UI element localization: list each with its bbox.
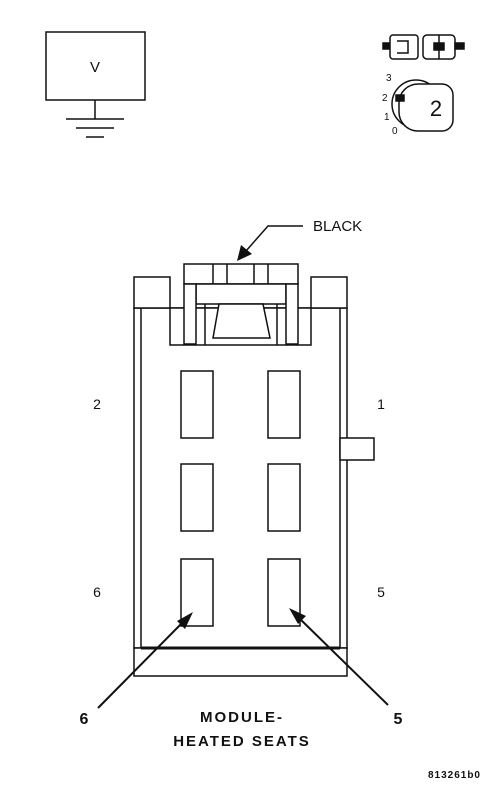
locking-tab — [183, 263, 299, 345]
key-icon — [382, 34, 465, 60]
connector-housing — [133, 307, 348, 649]
cavity-5 — [267, 558, 301, 627]
cavity-1 — [267, 370, 301, 439]
cavity-label-6: 6 — [93, 584, 101, 600]
ground-icon — [66, 118, 124, 138]
callout-arrow-6 — [97, 612, 193, 709]
connector-flange — [133, 647, 348, 677]
switch-selected-position: 2 — [430, 96, 442, 121]
color-label-leader — [237, 225, 303, 261]
cavity-4 — [180, 463, 214, 532]
cavity-label-2: 2 — [93, 396, 101, 412]
voltmeter-symbol: V — [90, 59, 100, 76]
switch-position-3: 3 — [386, 73, 392, 84]
callout-arrow-5 — [289, 608, 389, 706]
terminal-cavities — [180, 370, 301, 627]
ignition-key-icon: 3 2 1 0 2 — [382, 34, 465, 137]
callout-label-6: 6 — [80, 711, 89, 728]
switch-dial-icon — [391, 79, 454, 132]
connector-body — [133, 263, 375, 677]
switch-position-0: 0 — [392, 126, 398, 137]
cavity-6 — [180, 558, 214, 627]
switch-position-2: 2 — [382, 93, 388, 104]
cavity-3 — [267, 463, 301, 532]
right-latch — [310, 276, 348, 309]
left-latch — [133, 276, 171, 309]
caption-line-2: HEATED SEATS — [173, 733, 311, 750]
connector-color-label: BLACK — [313, 218, 362, 235]
polarization-key — [339, 437, 375, 461]
switch-position-1: 1 — [384, 112, 390, 123]
cavity-2 — [180, 370, 214, 439]
voltmeter-icon — [45, 31, 146, 138]
figure-id: 813261b0 — [428, 770, 481, 781]
cavity-label-1: 1 — [377, 396, 385, 412]
callout-label-5: 5 — [394, 711, 403, 728]
cavity-label-5: 5 — [377, 584, 385, 600]
caption-line-1: MODULE- — [200, 709, 284, 726]
